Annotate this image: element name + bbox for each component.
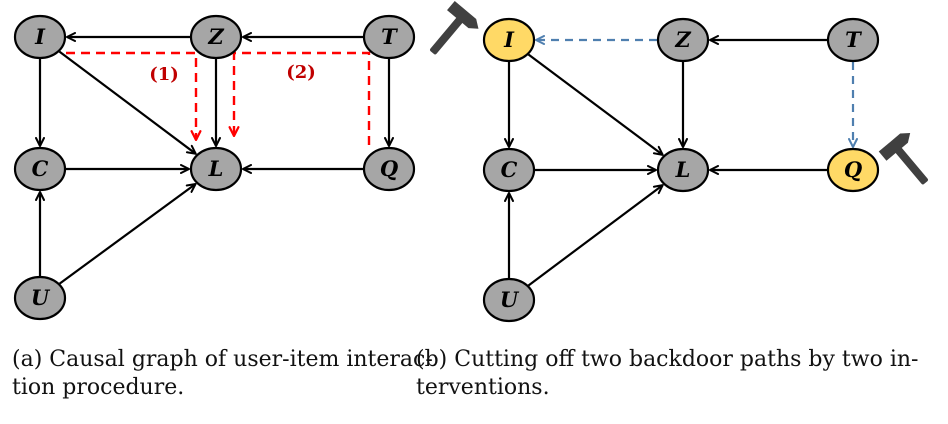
panel-a-causal-graph: (1) (2) I Z T C L Q U	[13, 14, 416, 321]
cut-edges	[535, 35, 858, 148]
node-i: I	[13, 14, 67, 60]
node-circle	[656, 17, 710, 63]
node-circle	[482, 147, 536, 193]
node-circle	[13, 275, 67, 321]
edge-group	[35, 32, 394, 285]
node-c: C	[13, 146, 67, 192]
node-circle	[13, 14, 67, 60]
node-label: I	[34, 24, 46, 49]
node-label: Z	[674, 27, 691, 52]
hammer-icon	[878, 133, 928, 185]
intervention-icons	[430, 0, 928, 185]
node-u: U	[13, 275, 67, 321]
node-label: L	[675, 157, 691, 182]
node-group: I Z T C L Q U	[482, 17, 880, 323]
edge-group	[504, 35, 827, 287]
backdoor-path-1-label: (1)	[149, 64, 179, 85]
node-t: T	[826, 17, 880, 63]
node-label: I	[503, 27, 515, 52]
node-label: T	[381, 24, 398, 49]
edge-i-to-l	[58, 50, 197, 155]
node-l: L	[189, 146, 243, 192]
caption-b-line-2: terventions.	[416, 375, 550, 400]
backdoor-path-1	[66, 51, 202, 142]
node-circle	[656, 147, 710, 193]
node-group: I Z T C L Q U	[13, 14, 416, 321]
caption-a: (a) Causal graph of user-item interac- t…	[12, 346, 433, 402]
backdoor-paths: (1) (2)	[66, 51, 371, 145]
node-z: Z	[656, 17, 710, 63]
node-label: L	[208, 156, 224, 181]
node-l: L	[656, 147, 710, 193]
caption-a-line-2: tion procedure.	[12, 375, 185, 400]
node-circle	[189, 14, 243, 60]
node-label: U	[500, 287, 520, 312]
node-u: U	[482, 277, 536, 323]
node-label: C	[32, 156, 49, 181]
node-circle	[826, 17, 880, 63]
node-c: C	[482, 147, 536, 193]
node-circle	[362, 14, 416, 60]
node-circle	[826, 147, 880, 193]
node-label: Q	[844, 157, 862, 182]
node-z: Z	[189, 14, 243, 60]
node-circle	[189, 146, 243, 192]
backdoor-path-2	[228, 51, 371, 145]
node-i: I	[482, 17, 536, 63]
node-label: C	[501, 157, 518, 182]
backdoor-path-2-label: (2)	[286, 62, 316, 83]
node-label: T	[845, 27, 862, 52]
node-circle	[362, 146, 416, 192]
node-circle	[482, 17, 536, 63]
caption-a-line-1: (a) Causal graph of user-item interac-	[12, 347, 433, 372]
edge-u-to-l	[527, 184, 664, 287]
edge-i-to-l	[527, 53, 664, 156]
node-q: Q	[826, 147, 880, 193]
node-q: Q	[362, 146, 416, 192]
panel-b-interventions: I Z T C L Q U	[430, 0, 928, 323]
node-label: U	[31, 285, 51, 310]
node-circle	[13, 146, 67, 192]
caption-b-line-1: (b) Cutting off two backdoor paths by tw…	[416, 347, 919, 372]
node-t: T	[362, 14, 416, 60]
node-label: Z	[207, 24, 224, 49]
caption-b: (b) Cutting off two backdoor paths by tw…	[416, 346, 918, 402]
edge-u-to-l	[58, 182, 197, 285]
node-label: Q	[380, 156, 398, 181]
node-circle	[482, 277, 536, 323]
hammer-icon	[430, 0, 479, 55]
